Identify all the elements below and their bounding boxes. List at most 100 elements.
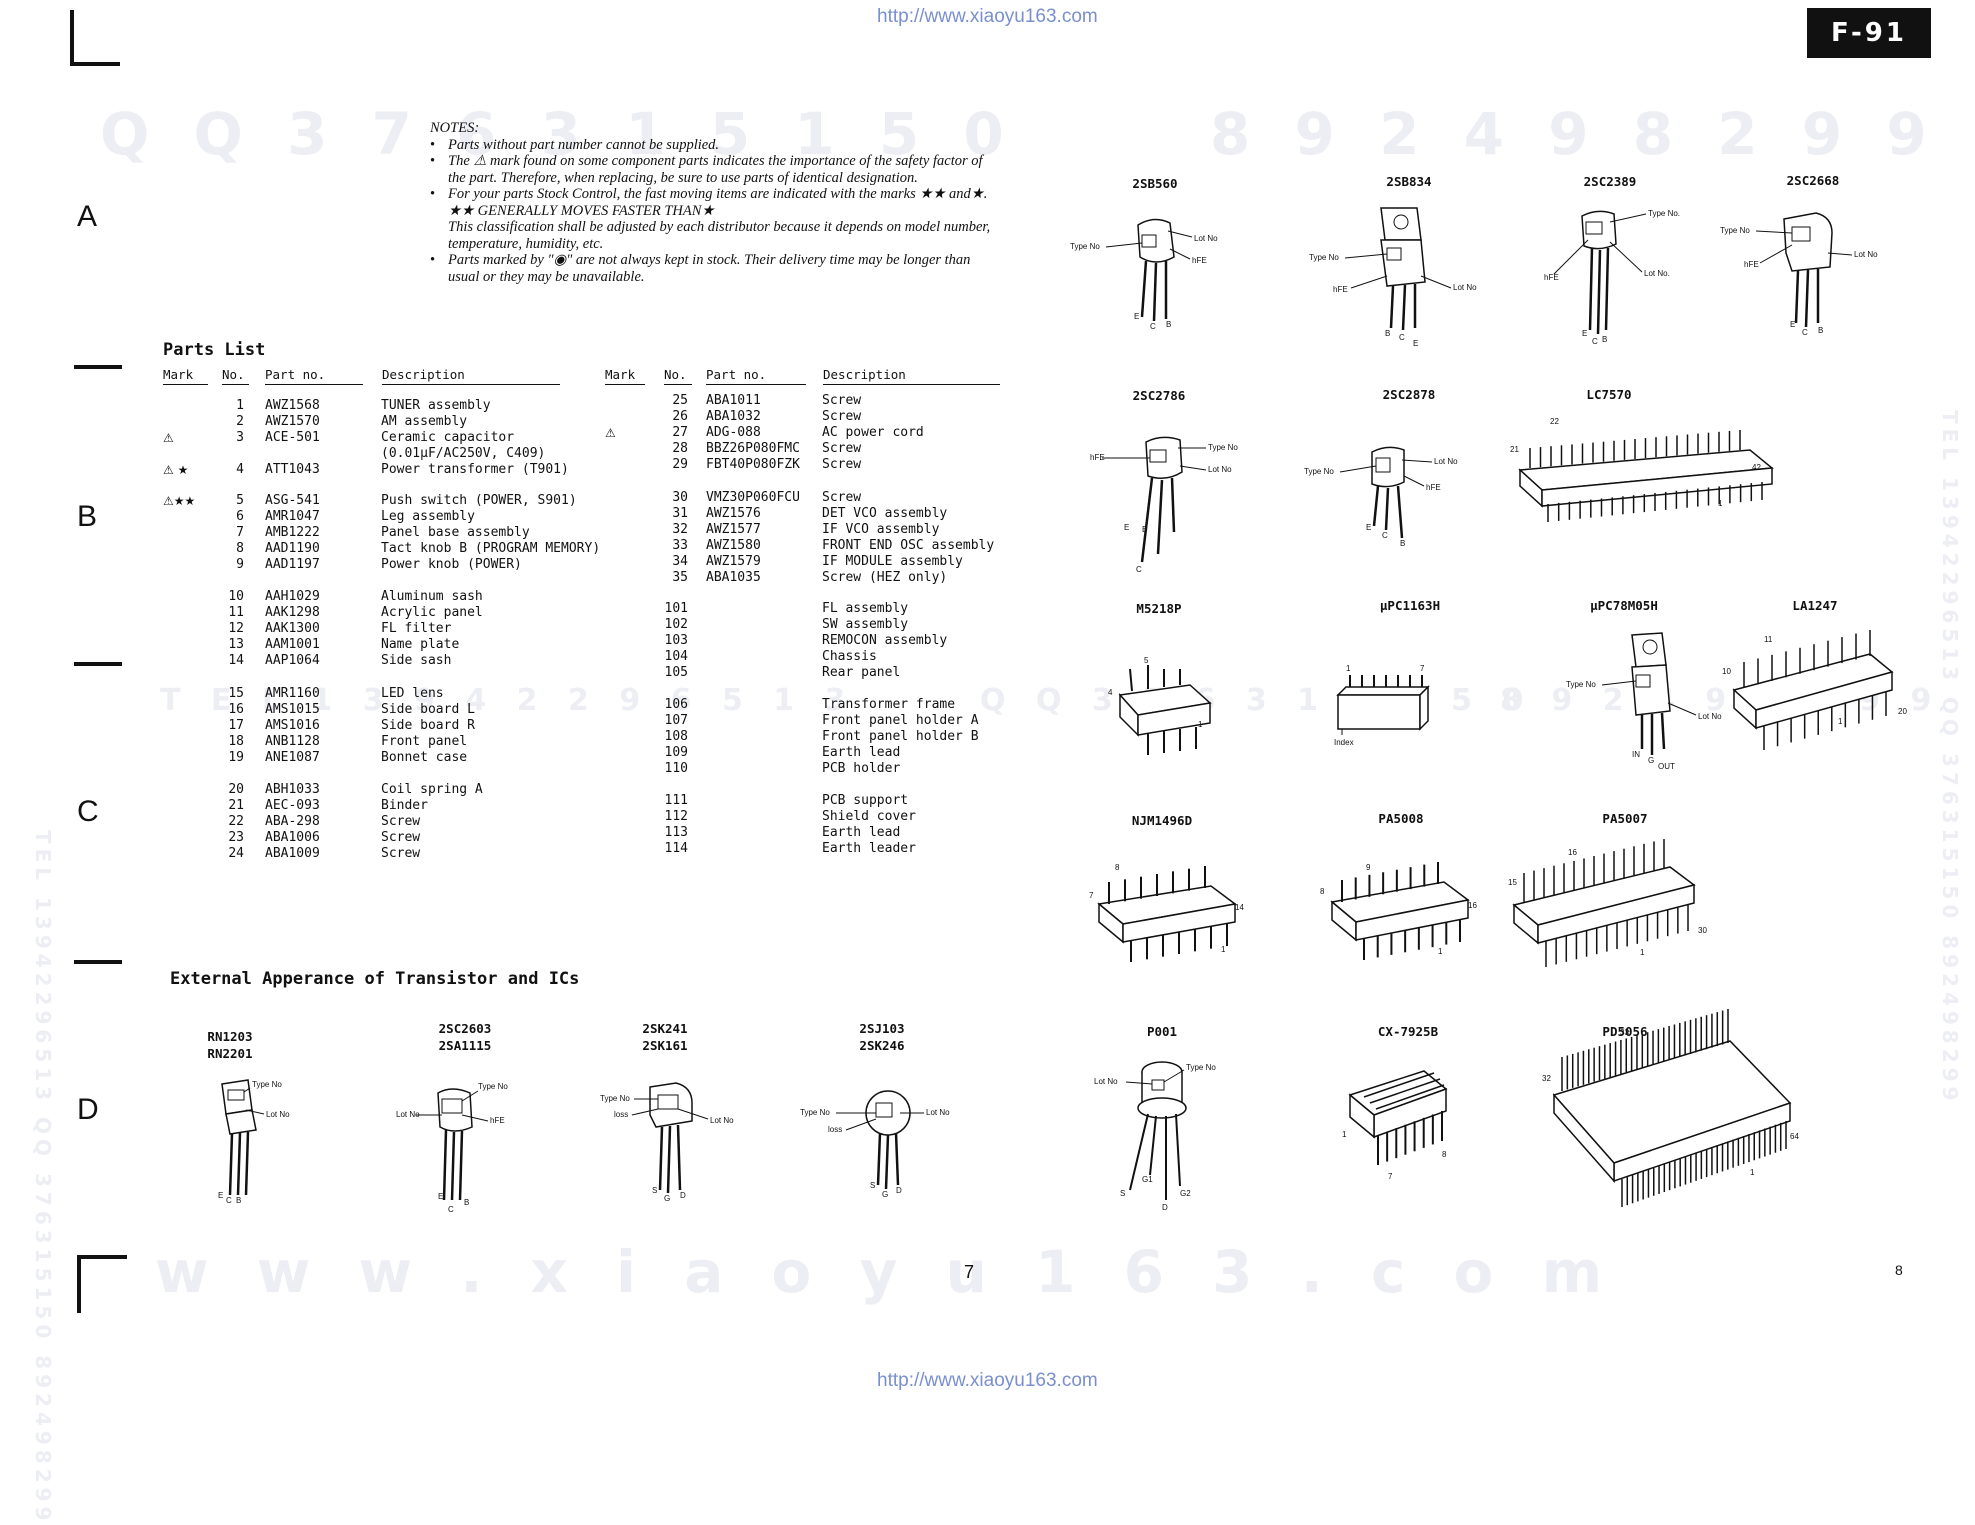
pin-label-g: G <box>882 1190 888 1199</box>
parts-cell-part-no: AAK1298 <box>265 605 320 620</box>
parts-cell-no: 6 <box>236 509 244 524</box>
transistor-p001-drawing: Lot No Type No S G1 D G2 <box>1094 1061 1216 1212</box>
pin-label-5: 5 <box>1144 656 1149 665</box>
header-rule-desc-left <box>382 384 560 385</box>
pin-label-s: S <box>870 1181 875 1190</box>
pin-label-lot-no-dot: Lot No. <box>1644 269 1670 278</box>
pin-label-hfe: hFE <box>1544 273 1559 282</box>
row-divider-3 <box>74 960 122 964</box>
parts-cell-no: 102 <box>664 617 688 632</box>
parts-cell-part-no: AAH1029 <box>265 589 320 604</box>
parts-cell-description: REMOCON assembly <box>822 633 948 648</box>
pin-label-1: 1 <box>1438 947 1443 956</box>
pin-label-b: B <box>1142 525 1147 534</box>
parts-cell-part-no: AAK1300 <box>265 621 320 636</box>
crop-mark-bottom-left-bar <box>77 1255 127 1259</box>
pin-label-s: S <box>1120 1189 1125 1198</box>
pin-label-e: E <box>1124 523 1129 532</box>
source-url-bottom[interactable]: http://www.xiaoyu163.com <box>877 1370 1098 1391</box>
parts-cell-no: 109 <box>664 745 688 760</box>
parts-cell-no: 12 <box>228 621 244 636</box>
parts-cell-description: Screw <box>822 490 862 505</box>
parts-cell-description: Screw (HEZ only) <box>822 570 948 585</box>
parts-cell-no: 17 <box>228 718 244 733</box>
parts-cell-description: SW assembly <box>822 617 909 632</box>
parts-cell-description: FL assembly <box>822 601 909 616</box>
component-label-2sb834: 2SB834 <box>1386 174 1432 189</box>
parts-cell-no: 10 <box>228 589 244 604</box>
pin-label-type-no: Type No <box>1566 680 1596 689</box>
parts-cell-no: 108 <box>664 729 688 744</box>
pin-label-1: 1 <box>1640 948 1645 957</box>
crop-mark-bottom-left <box>77 1255 81 1313</box>
pin-label-7: 7 <box>1388 1172 1393 1181</box>
pin-label-hfe: hFE <box>490 1116 505 1125</box>
pin-label-7: 7 <box>1089 891 1094 900</box>
parts-cell-no: 113 <box>664 825 688 840</box>
parts-cell-no: 25 <box>672 393 688 408</box>
row-letter-a: A <box>77 200 98 233</box>
parts-cell-description: Name plate <box>381 637 460 652</box>
parts-cell-no: 9 <box>236 557 244 572</box>
parts-cell-part-no: AAM1001 <box>265 637 320 652</box>
row-letter-d: D <box>77 1093 99 1126</box>
parts-cell-description: TUNER assembly <box>381 398 491 413</box>
note-item-3-rank: ★★ GENERALLY MOVES FASTER THAN★ <box>448 202 715 219</box>
parts-cell-part-no: ABA1006 <box>265 830 320 845</box>
transistor-2sc2878-drawing: Type No Lot No hFE E C B <box>1304 446 1458 548</box>
ic-pd5056-drawing: 33 32 64 1 <box>1542 1009 1799 1207</box>
header-no-left: No. <box>222 367 245 382</box>
parts-cell-no: 33 <box>672 538 688 553</box>
parts-cell-part-no: AMR1160 <box>265 686 320 701</box>
parts-cell-no: 30 <box>672 490 688 505</box>
pin-label-lot-no: Lot No <box>1194 234 1218 243</box>
header-rule-mark-right <box>605 384 645 385</box>
pin-label-33: 33 <box>1620 1028 1629 1037</box>
parts-cell-description: Aluminum sash <box>381 589 483 604</box>
header-rule-no-right <box>664 384 692 385</box>
parts-cell-no: 8 <box>236 541 244 556</box>
pin-label-10: 10 <box>1722 667 1731 676</box>
parts-cell-part-no: ABA1009 <box>265 846 320 861</box>
pin-label-c: C <box>448 1205 454 1214</box>
pin-label-64: 64 <box>1790 1132 1799 1141</box>
pin-label-b: B <box>1166 320 1171 329</box>
pin-label-d: D <box>896 1186 902 1195</box>
pin-label-lot-no: Lot No <box>1453 283 1477 292</box>
component-label-2sc2389: 2SC2389 <box>1583 174 1637 189</box>
note-item-1: Parts without part number cannot be supp… <box>430 137 1000 154</box>
component-label-upc1163h: μPC1163H <box>1379 598 1441 613</box>
parts-cell-no: 31 <box>672 506 688 521</box>
pin-label-1: 1 <box>1198 720 1203 729</box>
pin-label-e: E <box>1134 312 1139 321</box>
parts-cell-no: 28 <box>672 441 688 456</box>
pin-label-1: 1 <box>1346 664 1351 673</box>
parts-cell-description: Acrylic panel <box>381 605 483 620</box>
crop-mark-top-left-bar <box>70 62 120 66</box>
crop-mark-top-left <box>70 10 74 65</box>
pin-label-b: B <box>236 1196 241 1205</box>
watermark-site-bottom: w w w . x i a o y u 1 6 3 . c o m <box>155 1238 1616 1306</box>
component-label-line1: 2SK241 <box>642 1021 688 1036</box>
pin-label-d: D <box>680 1191 686 1200</box>
parts-cell-description: Side board R <box>381 718 475 733</box>
note-item-3: For your parts Stock Control, the fast m… <box>430 186 1000 203</box>
parts-cell-description: Screw <box>822 457 862 472</box>
pin-label-b: B <box>464 1198 469 1207</box>
parts-cell-description: Ceramic capacitor <box>381 430 515 445</box>
source-url-top[interactable]: http://www.xiaoyu163.com <box>877 6 1098 27</box>
parts-cell-part-no: ABH1033 <box>265 782 320 797</box>
pin-label-c: C <box>1382 531 1388 540</box>
page-number-left: 7 <box>964 1262 975 1282</box>
pin-label-type-no: Type No <box>1186 1063 1216 1072</box>
transistor-2sk241-drawing: Type No loss Lot No S G D <box>600 1082 734 1203</box>
parts-cell-part-no: AEC-093 <box>265 798 320 813</box>
component-label-line2: RN2201 <box>207 1046 253 1061</box>
parts-cell-part-no: AWZ1576 <box>706 506 761 521</box>
ic-m5218p-drawing: 4 5 1 <box>1108 656 1212 755</box>
parts-cell-part-no: ABA1032 <box>706 409 761 424</box>
watermark-qq-right: 8 9 2 4 9 8 2 9 9 <box>1210 100 1939 168</box>
parts-cell-description: PCB support <box>822 793 909 808</box>
parts-cell-description: FL filter <box>381 621 452 636</box>
pin-label-b: B <box>1385 329 1390 338</box>
